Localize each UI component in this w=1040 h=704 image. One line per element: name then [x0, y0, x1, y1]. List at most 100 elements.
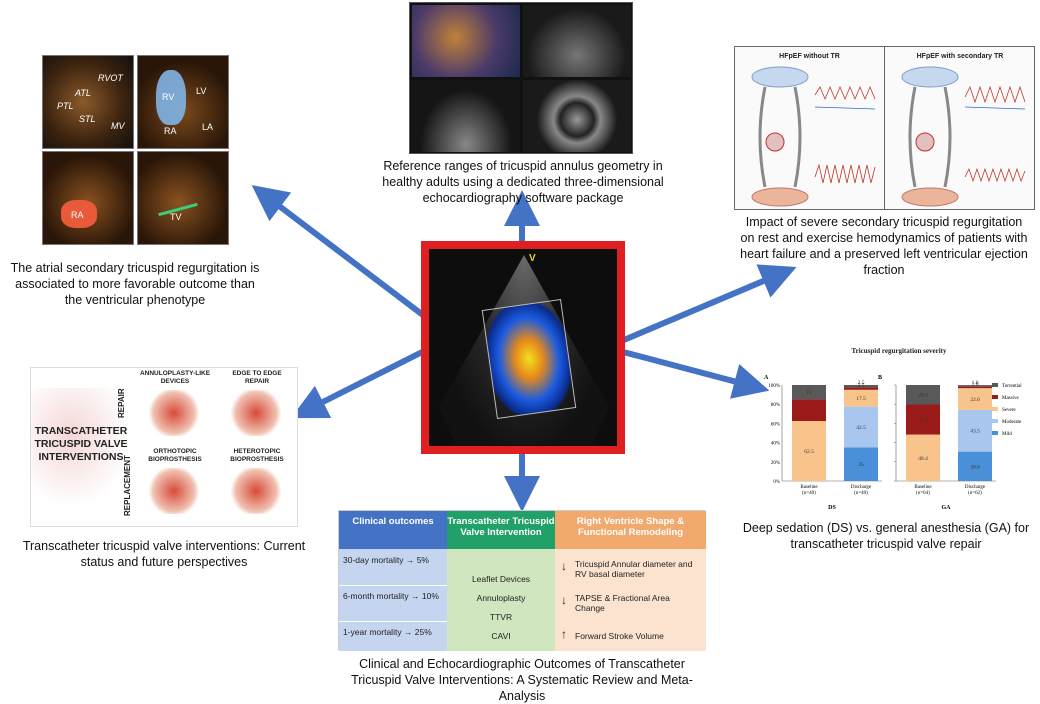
label-ptl: PTL: [57, 101, 74, 111]
y-tick-label: 40%: [771, 442, 780, 447]
chart-title: Tricuspid regurgitation severity: [851, 347, 947, 355]
bar-segment-severe: [906, 434, 940, 481]
label-repair: REPAIR: [117, 388, 126, 418]
top-left-caption: The atrial secondary tricuspid regurgita…: [10, 261, 260, 307]
label-rvot: RVOT: [98, 73, 123, 83]
bar-segment-mild: [844, 447, 878, 481]
segment-label: 43.5: [970, 429, 980, 435]
tti-title: TRANSCATHETER TRICUSPID VALVE INTERVENTI…: [34, 425, 128, 463]
x-tick-label: Baseline: [800, 485, 818, 490]
legend-label: Massive: [1002, 396, 1019, 401]
remodeling-arrow-3: ↑: [561, 627, 567, 641]
echo-long-axis: [523, 5, 631, 77]
echo-view-b: RV LV RA LA: [137, 55, 229, 149]
echo-short-axis: [523, 80, 631, 152]
circulation-diagrams: [751, 66, 1026, 207]
segment-label: 35: [858, 462, 864, 468]
bottom-left-caption: Transcatheter tricuspid valve interventi…: [22, 539, 306, 569]
label-annuloplasty: ANNULOPLASTY-LIKE DEVICES: [139, 370, 211, 385]
header-clinical-outcomes: Clinical outcomes: [339, 511, 447, 549]
segment-label: 30.6: [970, 464, 980, 470]
y-tick-label: 20%: [771, 461, 780, 466]
legend-swatch: [992, 383, 998, 387]
label-atl: ATL: [75, 88, 91, 98]
bar-segment-massive: [906, 404, 940, 435]
segment-label: 42.5: [856, 425, 866, 431]
arrow-to-bottom-right: [611, 346, 770, 399]
arrow-to-bottom-left: [290, 344, 434, 419]
bar-segment-moderate: [958, 409, 992, 452]
x-tick-label: Baseline: [914, 485, 932, 490]
bar-segment-torrential: [958, 385, 992, 387]
echo-view-d: TV: [137, 151, 229, 245]
legend-swatch: [992, 419, 998, 423]
legend-label: Torrential: [1002, 384, 1022, 389]
doppler-color-jet: [481, 298, 577, 420]
legend-swatch: [992, 431, 998, 435]
remodeling-arrow-1: ↓: [561, 559, 567, 573]
panel-label: B: [878, 375, 882, 381]
bar-segment-severe: [792, 421, 826, 481]
legend-label: Moderate: [1002, 420, 1022, 425]
x-tick-label: (n=40): [854, 491, 868, 496]
label-ra-2: RA: [71, 210, 84, 220]
label-ra: RA: [164, 126, 177, 136]
legend-swatch: [992, 407, 998, 411]
outcomes-table: Clinical outcomes Transcatheter Tricuspi…: [338, 510, 706, 651]
label-lv: LV: [196, 86, 207, 96]
panel-label: A: [764, 375, 769, 381]
intervention-cavi: CAVI: [491, 631, 511, 641]
legend-label: Severe: [1002, 408, 1016, 413]
x-tick-label: (n=64): [916, 491, 930, 496]
top-center-figure: [409, 2, 633, 154]
intervention-leaflet: Leaflet Devices: [471, 574, 531, 584]
label-mv: MV: [111, 121, 125, 131]
segment-label: 48.4: [918, 456, 928, 462]
segment-label: 2.5: [858, 380, 865, 386]
segment-label: 17.5: [856, 396, 866, 402]
bottom-center-caption: Clinical and Echocardiographic Outcomes …: [351, 657, 693, 703]
center-figure-frame: V: [421, 241, 625, 454]
bar-segment-massive: [958, 386, 992, 389]
group-label: DS: [828, 505, 836, 511]
bottom-right-caption: Deep sedation (DS) vs. general anesthesi…: [742, 521, 1030, 551]
remodeling-text-2: TAPSE & Fractional Area Change: [575, 593, 670, 613]
chart-plot: A0%20%40%60%80%100%62.515Baseline(n=40)3…: [764, 375, 1022, 511]
header-intervention: Transcatheter Tricuspid Valve Interventi…: [447, 511, 555, 549]
remodeling-arrow-2: ↓: [561, 593, 567, 607]
segment-label: 2.5: [858, 382, 865, 388]
panel-b-title: HFpEF with secondary TR: [916, 53, 1004, 60]
label-edge-to-edge: EDGE TO EDGE REPAIR: [232, 370, 282, 385]
segment-label: 62.5: [804, 449, 814, 455]
label-la: LA: [202, 122, 214, 132]
bottom-left-figure: TRANSCATHETER TRICUSPID VALVE INTERVENTI…: [30, 367, 298, 527]
heart-illustration-4: [231, 468, 281, 514]
group-label: GA: [942, 505, 952, 511]
remodeling-text-3: Forward Stroke Volume: [575, 631, 664, 641]
top-left-figure: RVOT ATL PTL STL MV RV LV RA LA RA TV: [42, 55, 229, 245]
y-tick-label: 100%: [768, 384, 780, 389]
x-tick-label: Discharge: [965, 485, 986, 490]
label-tv: TV: [170, 212, 182, 222]
bar-segment-massive: [792, 399, 826, 421]
label-orthotopic: ORTHOTOPIC BIOPROSTHESIS: [148, 448, 202, 463]
bar-segment-severe: [844, 389, 878, 407]
echo-view-a: RVOT ATL PTL STL MV: [42, 55, 134, 149]
echo-sector-view: [412, 80, 520, 152]
segment-label: 1.6: [972, 382, 979, 388]
remodeling-text-1: Tricuspid Annular diameter and RV basal …: [575, 559, 693, 579]
y-tick-label: 60%: [771, 422, 780, 427]
echo-3d-view: [412, 5, 520, 77]
y-tick-label: 80%: [771, 403, 780, 408]
center-doppler-image: V: [429, 249, 617, 446]
outcome-1-year: 1-year mortality → 25%: [343, 627, 432, 637]
arrow-to-top-right: [610, 264, 797, 348]
label-heterotopic: HETEROTOPIC BIOPROSTHESIS: [230, 448, 284, 463]
bar-segment-torrential: [792, 385, 826, 400]
segment-label: 20.3: [918, 393, 928, 399]
top-center-caption: Reference ranges of tricuspid annulus ge…: [382, 159, 664, 205]
outcome-30-day: 30-day mortality → 5%: [343, 555, 429, 565]
intervention-annuloplasty: Annuloplasty: [476, 593, 526, 603]
segment-label: 1.6: [972, 380, 979, 386]
